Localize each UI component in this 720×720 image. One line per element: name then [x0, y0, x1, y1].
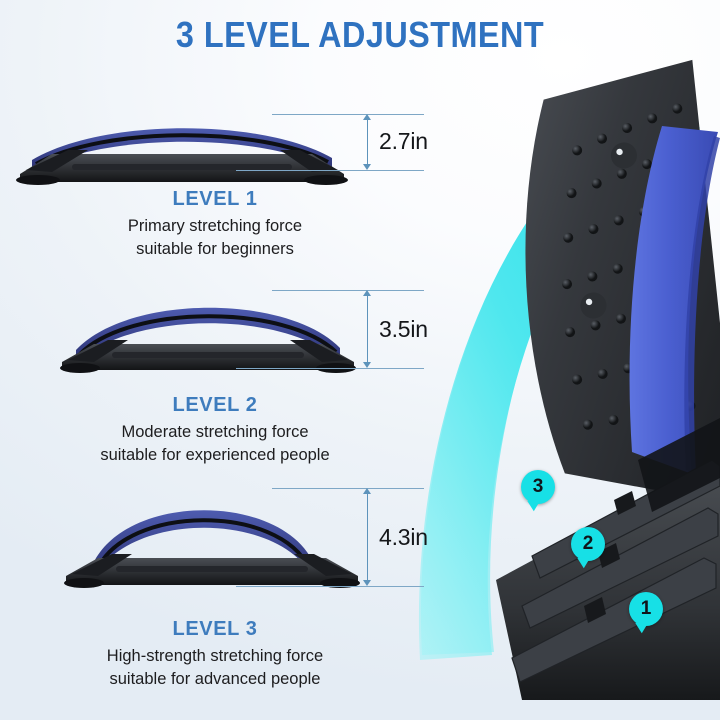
- dimension-level-3: 4.3in: [236, 488, 428, 592]
- level-1-label: LEVEL 1: [172, 188, 258, 210]
- level-3-label: LEVEL 3: [172, 618, 258, 640]
- level-2-block: LEVEL 2 Moderate stretching force suitab…: [0, 394, 430, 468]
- badge-level-1[interactable]: 1: [629, 592, 663, 626]
- level-3-block: LEVEL 3 High-strength stretching force s…: [0, 618, 430, 692]
- badge-level-3-number: 3: [532, 476, 544, 497]
- dimension-level-1: 2.7in: [236, 114, 428, 176]
- level-2-label: LEVEL 2: [172, 394, 258, 416]
- level-2-description: Moderate stretching force suitable for e…: [100, 423, 330, 465]
- level-3-description: High-strength stretching force suitable …: [106, 647, 324, 689]
- dimension-level-2: 3.5in: [236, 290, 428, 374]
- level-1-description: Primary stretching force suitable for be…: [127, 217, 303, 259]
- level-1-block: LEVEL 1 Primary stretching force suitabl…: [0, 188, 430, 262]
- badge-level-2-number: 2: [582, 533, 594, 554]
- product-level-3-image: [62, 484, 362, 589]
- badge-level-3[interactable]: 3: [521, 470, 555, 504]
- product-level-1-image: [12, 100, 352, 185]
- product-photo: 3 2 1: [400, 0, 720, 720]
- dimension-level-1-value: 2.7in: [379, 128, 428, 154]
- dimension-level-3-value: 4.3in: [379, 524, 428, 550]
- product-photo-svg: [418, 59, 720, 700]
- dimension-level-2-value: 3.5in: [379, 316, 428, 342]
- badge-level-2[interactable]: 2: [571, 527, 605, 561]
- adjustment-base: [496, 418, 720, 700]
- page-title: 3 LEVEL ADJUSTMENT: [175, 14, 545, 55]
- blue-foam-pad: [629, 126, 720, 474]
- badge-level-1-number: 1: [640, 598, 652, 619]
